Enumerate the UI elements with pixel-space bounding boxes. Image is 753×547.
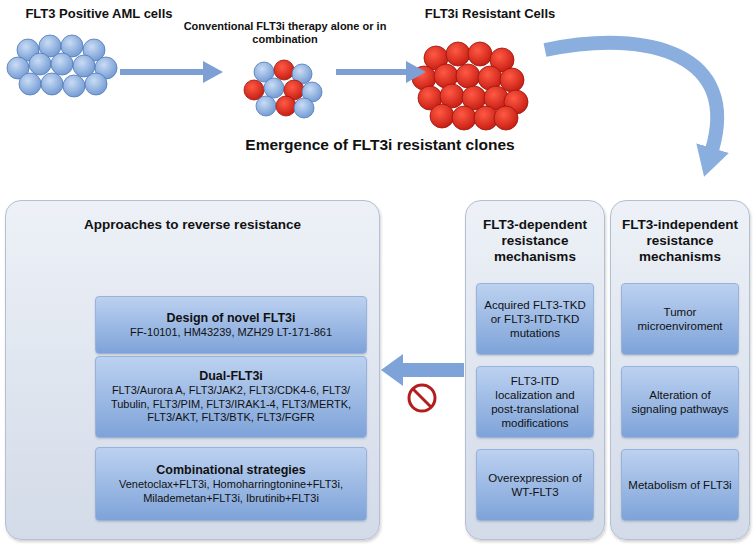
block-arrow (403, 363, 464, 377)
step-arrow (120, 69, 205, 75)
mechanism-box: FLT3-ITD localization and post-translati… (476, 366, 594, 438)
heading-text: FLT3-independent resistance mechanisms (617, 217, 743, 265)
step-arrow (336, 69, 408, 75)
strategy-box: Combinational strategiesVenetoclax+FLT3i… (95, 447, 367, 521)
heading-text: Dual-FLT3i (199, 369, 263, 384)
curved-arrow (545, 43, 717, 150)
strategy-box: Design of novel FLT3iFF-10101, HM43239, … (95, 296, 367, 354)
heading-text: FLT3-ITD localization and post-translati… (482, 374, 588, 430)
heading-text: Acquired FLT3-TKD or FLT3-ITD-TKD mutati… (482, 298, 588, 340)
illustration-label: Conventional FLT3i therapy alone or in c… (180, 20, 390, 46)
body-text: FLT3/Aurora A, FLT3/JAK2, FLT3/CDK4-6, F… (102, 384, 360, 425)
body-text: FF-10101, HM43239, MZH29 LT-171-861 (130, 326, 332, 340)
mechanism-box: Metabolism of FLT3i (621, 449, 739, 521)
mixed-cell-cluster (244, 60, 322, 118)
strategy-box: Dual-FLT3iFLT3/Aurora A, FLT3/JAK2, FLT3… (95, 356, 367, 438)
heading-text: Metabolism of FLT3i (628, 478, 731, 492)
body-text: Venetoclax+FLT3i, Homoharringtonine+FLT3… (102, 478, 360, 505)
mechanism-panel: FLT3-dependent resistance mechanismsAcqu… (465, 200, 605, 540)
heading-text: Tumor microenviroment (627, 305, 733, 333)
blue-cell-cluster (7, 35, 117, 97)
illustration-label: FLT3 Positive AML cells (4, 6, 194, 22)
mechanism-box: Overexpression of WT-FLT3 (476, 449, 594, 521)
mechanism-box: Alteration of signaling pathways (621, 366, 739, 438)
mechanism-box: Tumor microenviroment (621, 283, 739, 355)
heading-text: Design of novel FLT3i (167, 311, 296, 326)
mechanism-panel: FLT3-independent resistance mechanismsTu… (610, 200, 750, 540)
heading-text: Approaches to reverse resistance (12, 217, 373, 233)
prohibition-sign (409, 385, 435, 411)
heading-text: FLT3-dependent resistance mechanisms (472, 217, 598, 265)
heading-text: Alteration of signaling pathways (627, 388, 733, 416)
title: Emergence of FLT3i resistant clones (200, 136, 560, 154)
red-cell-cluster (412, 42, 528, 130)
illustration-label: FLT3i Resistant Cells (405, 6, 575, 22)
heading-text: Combinational strategies (156, 463, 305, 478)
approach-panel: Approaches to reverse resistanceDesign o… (5, 200, 380, 540)
heading-text: Overexpression of WT-FLT3 (482, 471, 588, 499)
mechanism-box: Acquired FLT3-TKD or FLT3-ITD-TKD mutati… (476, 283, 594, 355)
